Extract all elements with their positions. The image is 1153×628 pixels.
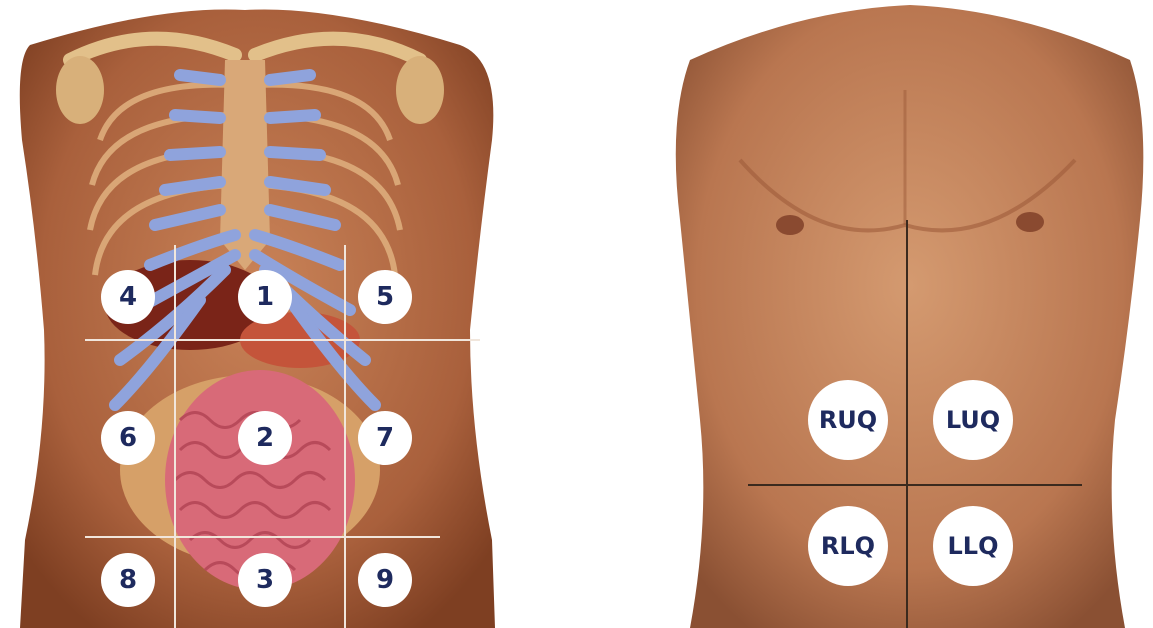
nipple-left (1016, 212, 1044, 232)
region-label: 5 (376, 282, 394, 312)
region-marker: 6 (101, 411, 155, 465)
region-label: 1 (256, 282, 274, 312)
region-marker: 3 (238, 553, 292, 607)
region-label: 4 (119, 282, 137, 312)
quadrant-marker-llq: LLQ (933, 506, 1013, 586)
nipple-right (776, 215, 804, 235)
quadrant-marker-rlq: RLQ (808, 506, 888, 586)
region-marker: 8 (101, 553, 155, 607)
four-quadrant-panel: RUQ LUQ RLQ LLQ (676, 5, 1144, 628)
region-marker: 7 (358, 411, 412, 465)
region-marker: 1 (238, 270, 292, 324)
region-label: 6 (119, 423, 137, 453)
shoulder-joint-right (56, 56, 104, 124)
quadrant-label: LLQ (948, 532, 999, 560)
quadrant-label: RUQ (819, 406, 877, 434)
quadrant-marker-luq: LUQ (933, 380, 1013, 460)
shoulder-joint-left (396, 56, 444, 124)
region-marker: 9 (358, 553, 412, 607)
region-label: 2 (256, 423, 274, 453)
quadrant-label: LUQ (946, 406, 1000, 434)
quadrant-marker-ruq: RUQ (808, 380, 888, 460)
region-marker: 5 (358, 270, 412, 324)
region-marker: 4 (101, 270, 155, 324)
region-marker: 2 (238, 411, 292, 465)
region-label: 8 (119, 565, 137, 595)
torso-silhouette-right (676, 5, 1144, 628)
region-label: 9 (376, 565, 394, 595)
nine-region-panel: 1 2 3 4 5 6 7 8 9 (20, 9, 495, 628)
region-label: 7 (376, 423, 394, 453)
region-label: 3 (256, 565, 274, 595)
quadrant-label: RLQ (821, 532, 875, 560)
